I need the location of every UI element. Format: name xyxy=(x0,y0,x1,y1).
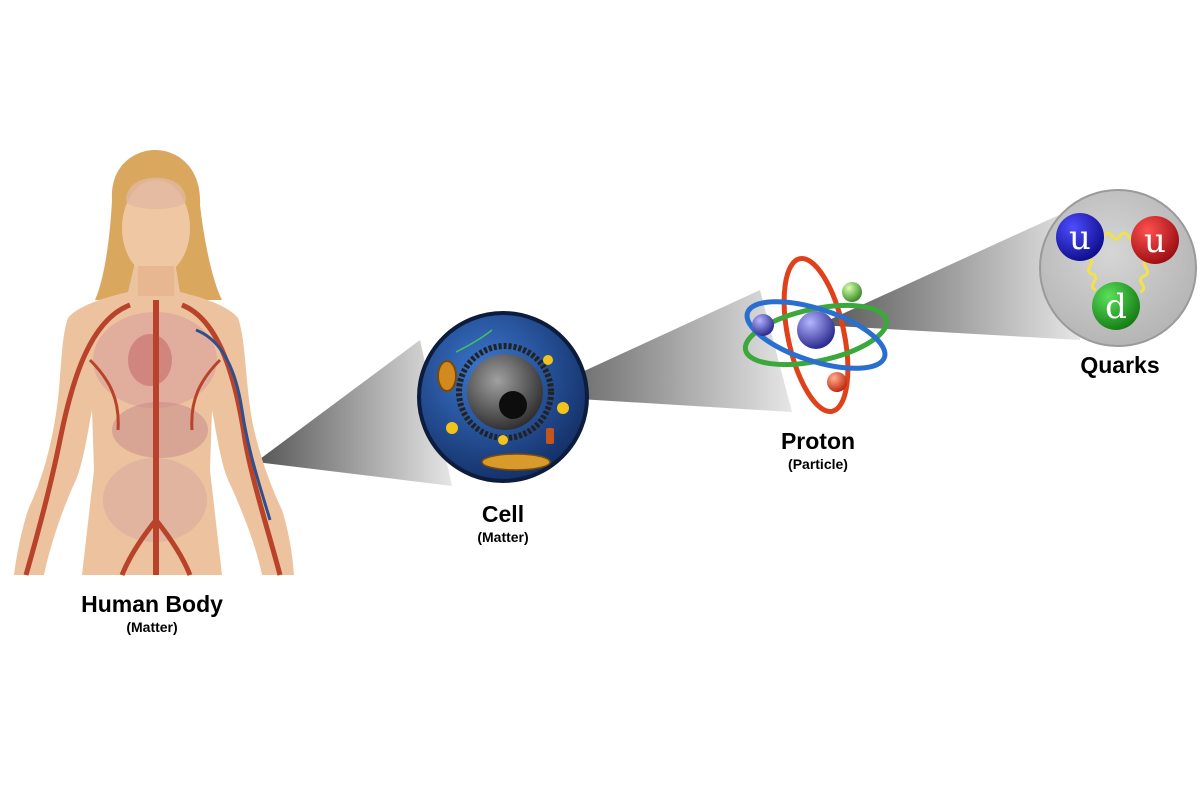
quark-down xyxy=(1092,282,1140,330)
organelle-small xyxy=(546,428,554,444)
proton-label: Proton (Particle) xyxy=(738,427,898,473)
proton-title: Proton xyxy=(780,428,856,454)
nucleolus xyxy=(499,391,527,419)
quarks-title: Quarks xyxy=(1080,352,1160,378)
artery-right-leg xyxy=(154,518,193,576)
golgi-body xyxy=(481,453,551,471)
vesicle-1 xyxy=(446,422,458,434)
brain-overlay xyxy=(126,177,186,209)
neck xyxy=(138,266,174,296)
orbit-blue xyxy=(744,299,888,371)
gluon-right xyxy=(1138,258,1150,294)
heart-overlay xyxy=(128,334,172,386)
zoom-cone-cell-to-proton xyxy=(530,290,792,412)
electron-bottom xyxy=(827,372,847,392)
quark-up-2 xyxy=(1131,216,1179,264)
artery-left-leg xyxy=(119,518,158,576)
cell-subtitle: (Matter) xyxy=(477,529,529,545)
quark-up-1-letter: u xyxy=(1069,218,1091,258)
quark-up-2-letter: u xyxy=(1144,221,1166,261)
quark-up-1 xyxy=(1056,213,1104,261)
zoom-cone-proton-to-quarks xyxy=(818,210,1080,340)
electron-left xyxy=(752,314,774,336)
human-body-subtitle: (Matter) xyxy=(126,619,178,635)
human-body-title: Human Body xyxy=(81,591,223,617)
artery-left-arm xyxy=(23,302,131,576)
proton-illustration xyxy=(742,255,890,415)
quark-down-letter: d xyxy=(1105,287,1127,327)
microtubule xyxy=(455,329,493,353)
gluon-top xyxy=(1102,231,1138,241)
quarks-label: Quarks xyxy=(1060,351,1180,379)
stomach-overlay xyxy=(112,402,208,458)
cell-title: Cell xyxy=(481,501,525,527)
electron-top xyxy=(842,282,862,302)
cell-label: Cell (Matter) xyxy=(443,500,563,546)
vesicle-4 xyxy=(498,435,508,445)
vessel-branch xyxy=(88,358,222,431)
cell-illustration xyxy=(417,311,589,483)
vesicle-3 xyxy=(543,355,553,365)
zoom-cone-body-to-cell xyxy=(256,340,452,486)
orbit-green xyxy=(742,302,890,368)
gluon-left xyxy=(1086,256,1098,292)
orbit-red xyxy=(781,255,851,415)
human-body-label: Human Body (Matter) xyxy=(42,590,262,636)
vesicle-2 xyxy=(557,402,569,414)
nucleus-sphere xyxy=(797,311,835,349)
mitochondrion xyxy=(437,360,457,392)
proton-subtitle: (Particle) xyxy=(788,456,848,472)
artery-right-arm xyxy=(180,302,283,576)
vein-right-arm xyxy=(195,328,272,521)
human-body-illustration xyxy=(14,150,294,576)
nucleus xyxy=(467,354,543,430)
quarks-illustration: u u d xyxy=(1039,189,1197,347)
